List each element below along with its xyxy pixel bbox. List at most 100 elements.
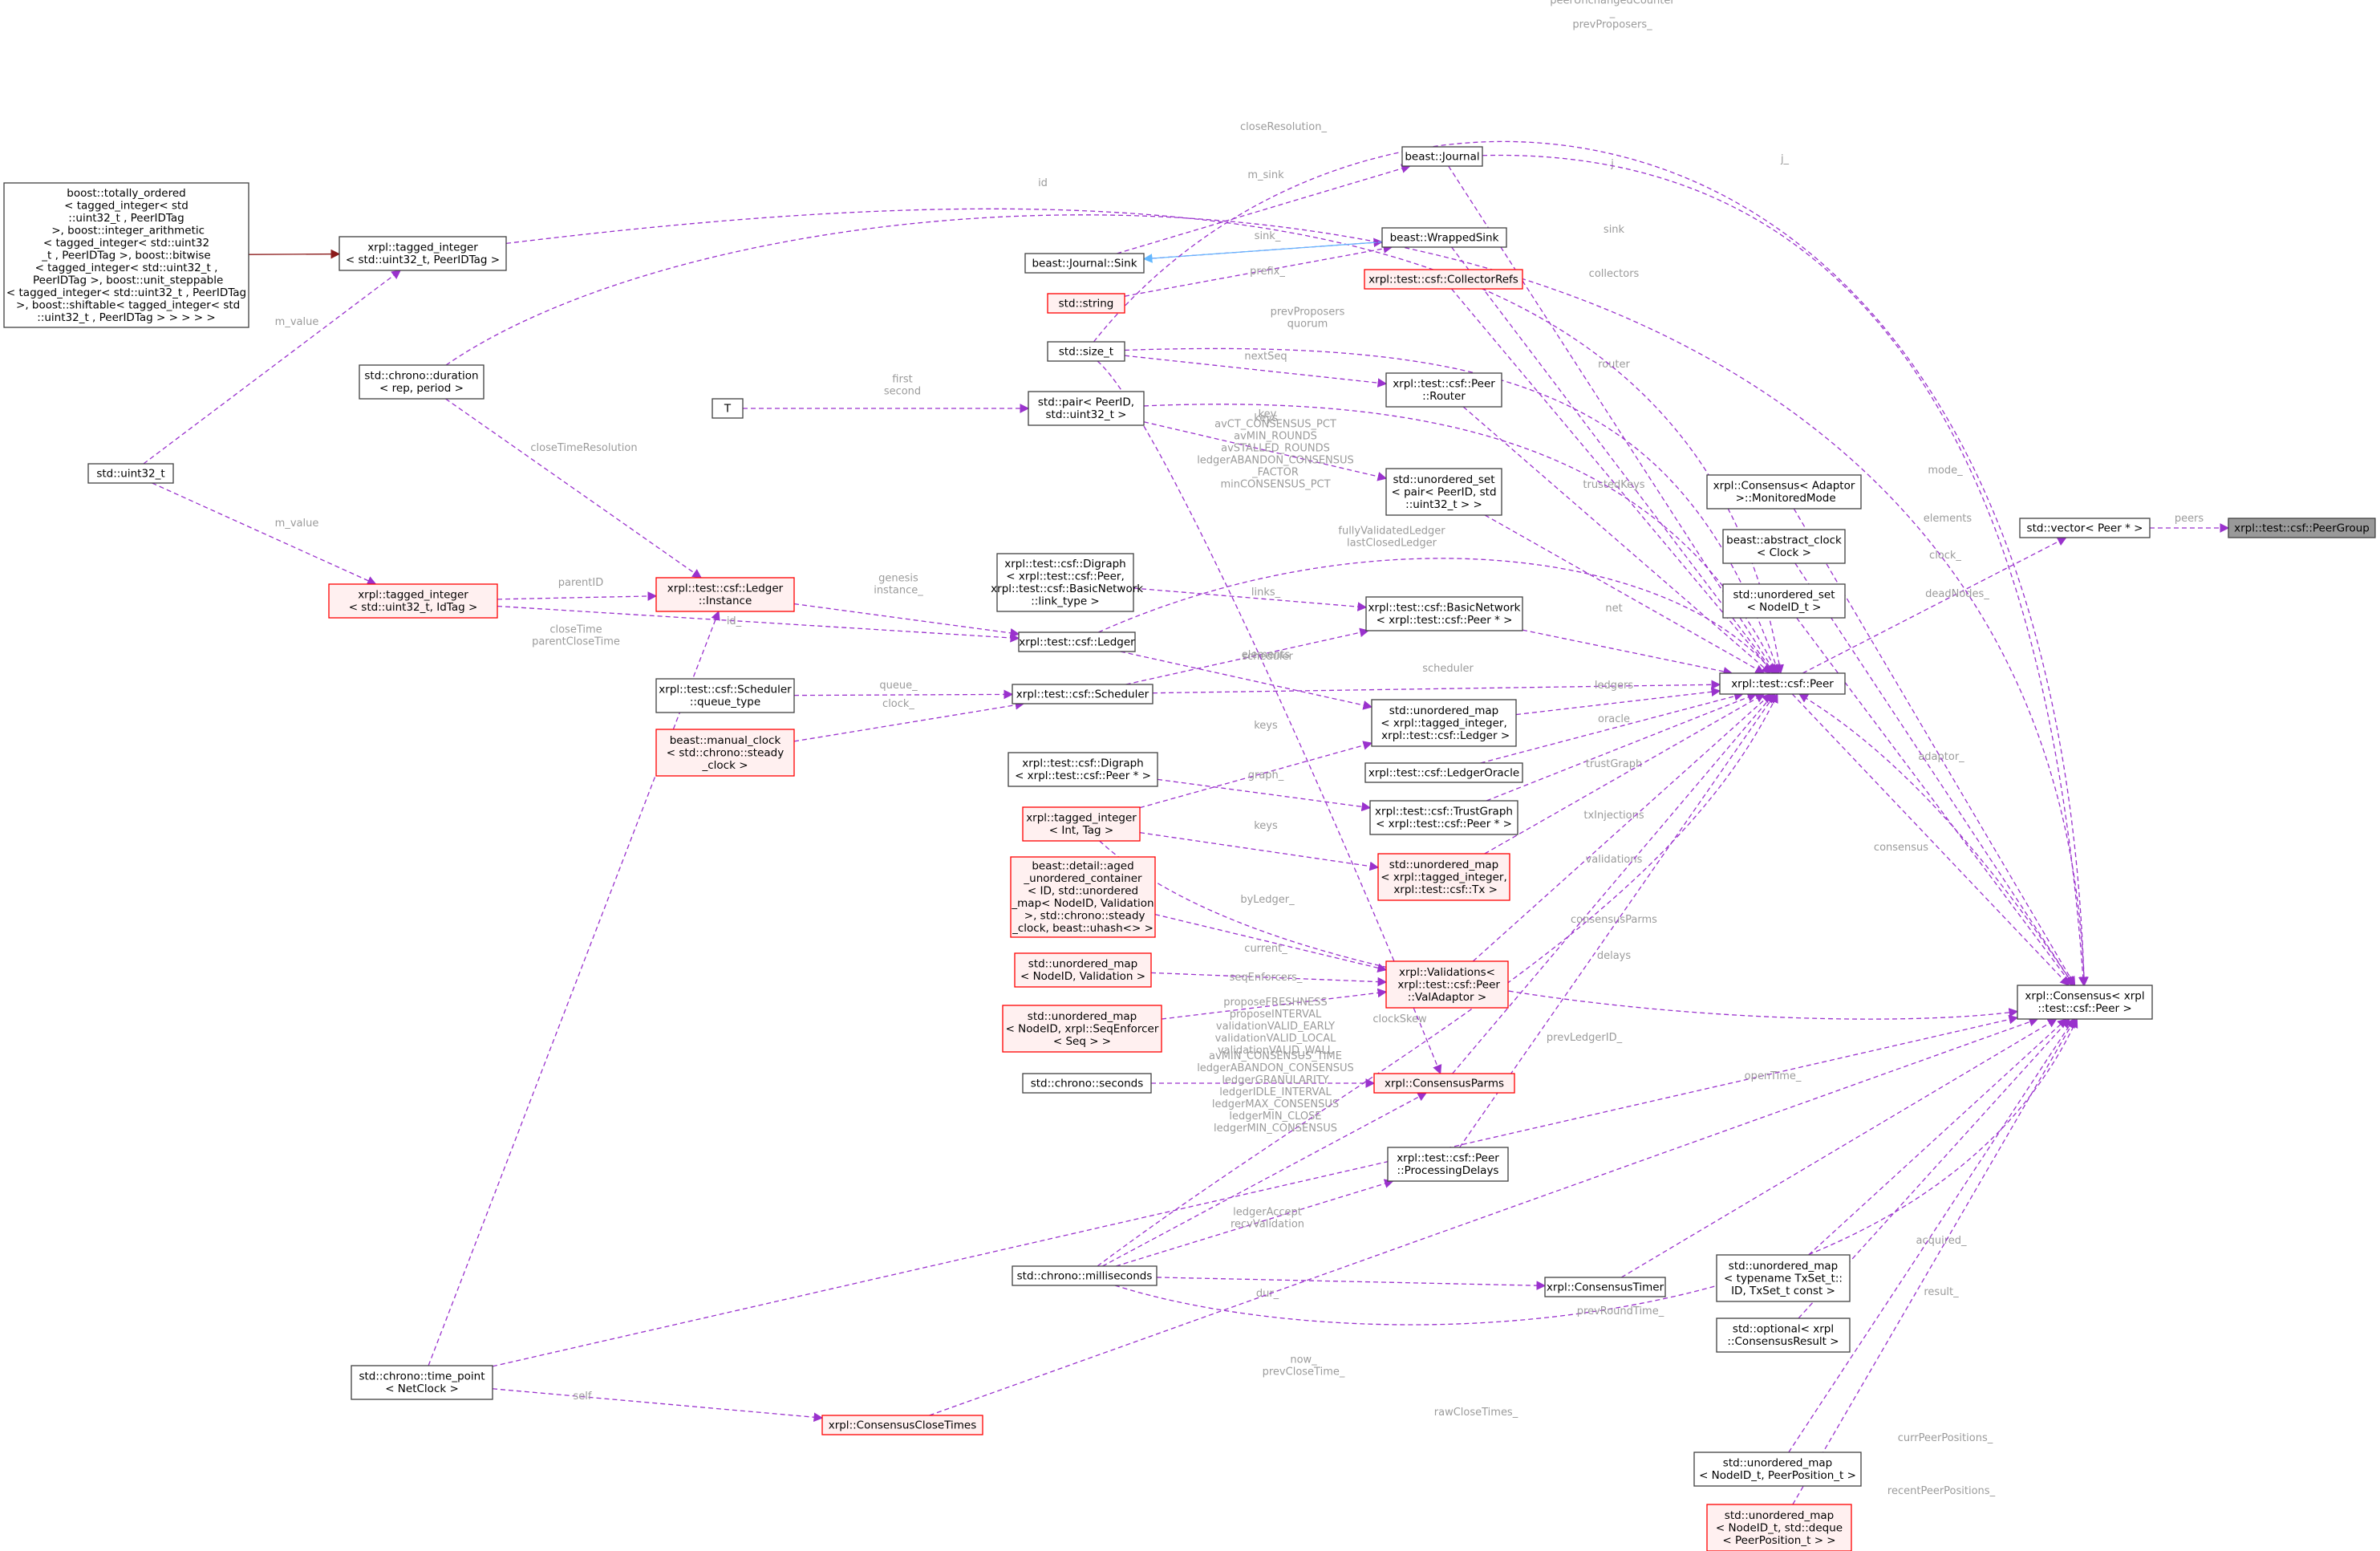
node-label-line: xrpl::test::csf::BasicNetwork [987,583,1143,595]
node-label: xrpl::test::csf::Scheduler [1016,688,1149,700]
node-wrappedsink[interactable]: beast::WrappedSink [1381,227,1507,248]
node-ledgeroracle[interactable]: xrpl::test::csf::LedgerOracle [1364,762,1523,783]
node-label-line: _clock, beast::uhash<> > [1012,922,1154,935]
node-taggedinttag[interactable]: xrpl::tagged_integer< Int, Tag > [1022,806,1141,842]
node-label-line: std::unordered_map [1723,1457,1832,1470]
edge-label-line: ledgerABANDON_CONSENSUS [1197,455,1354,467]
node-label: xrpl::Validations< xrpl::test::csf::Peer… [1394,966,1500,1004]
edge-ledgeroracle-to-peer [1480,692,1744,764]
edge-label-sink-to-journal: m_sink [1247,169,1284,181]
node-abstractclock[interactable]: beast::abstract_clock< Clock > [1722,529,1846,564]
node-box [328,583,498,619]
node-usetnodeid[interactable]: std::unordered_set< NodeID_t > [1722,583,1846,619]
node-consensustimer[interactable]: xrpl::ConsensusTimer [1544,1277,1666,1297]
node-duration[interactable]: std::chrono::duration< rep, period > [359,364,485,400]
node-router[interactable]: xrpl::test::csf::Peer::Router [1385,372,1502,408]
node-box [1373,1073,1515,1094]
node-peer[interactable]: xrpl::test::csf::Peer [1719,672,1846,695]
node-basicnetwork[interactable]: xrpl::test::csf::BasicNetwork< xrpl::tes… [1365,596,1523,631]
node-label: xrpl::test::csf::PeerGroup [2234,522,2370,534]
node-sizet[interactable]: std::size_t [1047,341,1125,362]
node-label: beast::abstract_clock< Clock > [1726,534,1842,560]
node-label: std::unordered_map< typename TxSet_t::ID… [1724,1260,1843,1297]
node-peergroup[interactable]: xrpl::test::csf::PeerGroup [2228,518,2376,538]
node-T[interactable]: T [712,398,744,419]
edge-label-line: trustGraph [1586,758,1642,770]
node-vecpeer[interactable]: std::vector< Peer * > [2019,518,2151,538]
node-processingdelays[interactable]: xrpl::test::csf::Peer::ProcessingDelays [1387,1147,1509,1182]
node-label-line: < xrpl::test::csf::Peer * > [1015,769,1151,782]
node-umapdeque[interactable]: std::unordered_map< NodeID_t, std::deque… [1706,1504,1852,1551]
node-pair[interactable]: std::pair< PeerID,std::uint32_t > [1028,391,1145,426]
node-label: xrpl::test::csf::Ledger::Instance [667,583,784,608]
edge-label-taggedidtag-to-ledgerinstance: parentID [558,577,603,589]
node-box [87,463,174,484]
edge-label-pair-to-peer: key [1259,408,1277,420]
node-journal[interactable]: beast::Journal [1401,146,1483,167]
node-unorderedsetpair[interactable]: std::unordered_set< pair< PeerID, std::u… [1385,468,1502,516]
node-label-line: std::unordered_map [1028,958,1137,971]
node-scheduler[interactable]: xrpl::test::csf::Scheduler [1012,684,1154,704]
node-optionalresult[interactable]: std::optional< xrpl::ConsensusResult > [1716,1318,1851,1353]
node-digraphpeer[interactable]: xrpl::test::csf::Digraph< xrpl::test::cs… [1008,752,1158,787]
node-ledgerinstance[interactable]: xrpl::test::csf::Ledger::Instance [655,577,795,612]
node-umapledger[interactable]: std::unordered_map< xrpl::tagged_integer… [1371,699,1517,747]
node-taggedpeerid[interactable]: xrpl::tagged_integer< std::uint32_t, Pee… [339,236,507,271]
edge-label-line: net [1605,603,1622,615]
edge-label-line: scheduler [1242,651,1293,663]
node-label: std::pair< PeerID,std::uint32_t > [1038,396,1134,422]
node-validations[interactable]: xrpl::Validations< xrpl::test::csf::Peer… [1385,960,1509,1009]
edge-label-umaptx-to-peer: txInjections [1583,810,1644,822]
node-umapseq[interactable]: std::unordered_map< NodeID, xrpl::SeqEnf… [1002,1005,1162,1053]
node-label-line: std::uint32_t [96,467,164,480]
node-umaptxset[interactable]: std::unordered_map< typename TxSet_t::ID… [1716,1254,1851,1302]
node-umapnodeval[interactable]: std::unordered_map< NodeID, Validation > [1014,952,1152,988]
edge-label-line: sink_ [1255,230,1281,242]
edge-label-line: openTime_ [1745,1070,1802,1082]
edge-ledger-to-peer [1098,558,1775,674]
edge-taggedinttag-to-consensus [1099,840,2019,1020]
edge-label-uint32-to-taggedpeerid: m_value [275,316,319,328]
edge-label-line: trustedKeys [1583,479,1644,491]
node-consensus[interactable]: xrpl::Consensus< xrpl::test::csf::Peer > [2017,985,2153,1020]
node-umappeerpos[interactable]: std::unordered_map< NodeID_t, PeerPositi… [1693,1452,1862,1487]
node-timepoint[interactable]: std::chrono::time_point< NetClock > [351,1365,493,1400]
node-label-line: std::unordered_set [1393,473,1494,486]
edge-label-line: elements [1242,649,1291,661]
node-uint32[interactable]: std::uint32_t [87,463,174,484]
edge-label-line: elements [1924,513,1973,525]
node-taggedidtag[interactable]: xrpl::tagged_integer< std::uint32_t, IdT… [328,583,498,619]
node-stdstring[interactable]: std::string [1047,293,1125,314]
node-agedcontainer[interactable]: beast::detail::aged_unordered_container<… [1010,856,1156,938]
edge-label-line: prevCloseTime_ [1263,1366,1345,1378]
edge-label-taggedpeerid-to-peer: id [1038,177,1048,189]
node-label: xrpl::test::csf::BasicNetwork< xrpl::tes… [1368,602,1521,627]
node-seconds[interactable]: std::chrono::seconds [1022,1073,1152,1094]
edge-label-line: j_ [1780,153,1790,165]
node-totallyordered[interactable]: boost::totally_ordered< tagged_integer< … [3,182,249,328]
node-label-line: xrpl::ConsensusTimer [1547,1281,1664,1293]
node-label: std::vector< Peer * > [2027,522,2143,534]
node-milliseconds[interactable]: std::chrono::milliseconds [1012,1265,1158,1286]
node-closetimes[interactable]: xrpl::ConsensusCloseTimes [821,1415,983,1435]
node-label-line: ID, TxSet_t const > [1731,1285,1835,1297]
node-label-line: xrpl::test::csf::Ledger [667,583,784,595]
node-queuetype[interactable]: xrpl::test::csf::Scheduler::queue_type [655,678,795,713]
edge-label-sizet-to-router: nextSeq [1244,351,1287,363]
node-label-line: ::ValAdaptor > [1408,991,1486,1004]
node-box [1018,631,1136,652]
node-consensusparms[interactable]: xrpl::ConsensusParms [1373,1073,1515,1094]
node-label-line: xrpl::tagged_integer [358,589,468,602]
node-umaptx[interactable]: std::unordered_map< xrpl::tagged_integer… [1377,853,1510,901]
node-monitoredmode[interactable]: xrpl::Consensus< Adaptor >::MonitoredMod… [1706,474,1862,510]
node-box [1387,1147,1509,1182]
node-ledger[interactable]: xrpl::test::csf::Ledger [1018,631,1136,652]
node-collectorrefs[interactable]: xrpl::test::csf::CollectorRefs [1364,269,1523,290]
edge-label-taggedinttag-to-umaptx: keys [1254,820,1278,832]
edge-taggedinttag-to-umaptx [1139,832,1380,871]
edge-timepoint-to-consensus [492,1014,2019,1367]
node-trustgraph[interactable]: xrpl::test::csf::TrustGraph< xrpl::test:… [1369,800,1518,835]
node-digraphbasic[interactable]: xrpl::test::csf::Digraph< xrpl::test::cs… [987,553,1143,612]
node-sink[interactable]: beast::Journal::Sink [1024,253,1145,274]
node-manualclock[interactable]: beast::manual_clock< std::chrono::steady… [655,729,795,777]
